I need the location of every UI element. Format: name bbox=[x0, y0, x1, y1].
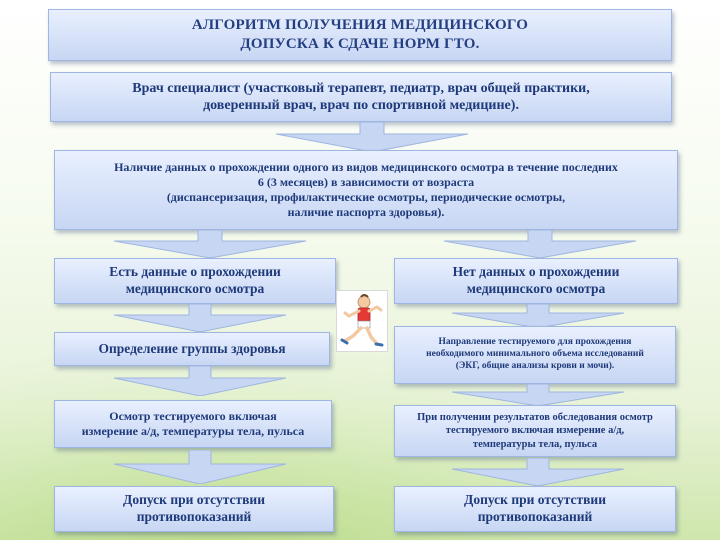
right-admission-line-1: Допуск при отсутствии bbox=[464, 492, 606, 508]
exam-data-line-4: наличие паспорта здоровья). bbox=[287, 205, 445, 219]
arrow-left-2 bbox=[113, 366, 287, 396]
arrow-exam-to-left bbox=[113, 230, 307, 258]
runner-icon bbox=[336, 290, 388, 352]
doctor-line-1: Врач специалист (участковый терапевт, пе… bbox=[132, 80, 590, 96]
exam-data-line-1: Наличие данных о прохождении одного из в… bbox=[114, 160, 618, 174]
doctor-box: Врач специалист (участковый терапевт, пе… bbox=[50, 72, 672, 122]
left-admission-line-2: противопоказаний bbox=[136, 509, 252, 524]
right-checkup-line-1: При получении результатов обследования о… bbox=[417, 412, 653, 424]
has-data-line-2: медицинского осмотра bbox=[125, 281, 265, 296]
right-checkup-box: При получении результатов обследования о… bbox=[394, 405, 676, 457]
arrow-left-1 bbox=[113, 304, 287, 332]
referral-line-2: необходимого минимального объема исследо… bbox=[426, 349, 644, 360]
left-admission-line-1: Допуск при отсутствии bbox=[123, 492, 265, 508]
arrow-doctor-to-exam bbox=[275, 122, 469, 152]
right-admission-box: Допуск при отсутствии противопоказаний bbox=[394, 486, 676, 532]
right-checkup-line-3: температуры тела, пульса bbox=[472, 438, 598, 450]
left-admission-box: Допуск при отсутствии противопоказаний bbox=[54, 486, 334, 532]
arrow-right-2 bbox=[451, 384, 625, 406]
page-title: АЛГОРИТМ ПОЛУЧЕНИЯ МЕДИЦИНСКОГО ДОПУСКА … bbox=[48, 9, 672, 61]
left-checkup-line-2: измерение а/д, температуры тела, пульса bbox=[81, 424, 305, 438]
exam-data-line-2: 6 (3 месяцев) в зависимости от возраста bbox=[257, 175, 475, 189]
arrow-left-3 bbox=[113, 450, 287, 484]
exam-data-box: Наличие данных о прохождении одного из в… bbox=[54, 150, 678, 230]
arrow-right-3 bbox=[451, 458, 625, 486]
title-line-1: АЛГОРИТМ ПОЛУЧЕНИЯ МЕДИЦИНСКОГО bbox=[191, 17, 529, 34]
no-data-line-1: Нет данных о прохождении bbox=[452, 264, 620, 280]
arrow-exam-to-right bbox=[443, 230, 637, 258]
arrow-right-1 bbox=[451, 304, 625, 328]
referral-line-1: Направление тестируемого для прохождения bbox=[438, 337, 632, 348]
has-data-line-1: Есть данные о прохождении bbox=[109, 264, 281, 280]
health-group-text: Определение группы здоровья bbox=[98, 340, 286, 356]
no-exam-data-box: Нет данных о прохождении медицинского ос… bbox=[394, 258, 678, 304]
has-exam-data-box: Есть данные о прохождении медицинского о… bbox=[54, 258, 336, 304]
left-checkup-box: Осмотр тестируемого включая измерение а/… bbox=[54, 400, 332, 448]
no-data-line-2: медицинского осмотра bbox=[466, 281, 606, 296]
right-admission-line-2: противопоказаний bbox=[477, 509, 593, 524]
left-checkup-line-1: Осмотр тестируемого включая bbox=[109, 409, 277, 423]
exam-data-line-3: (диспансеризация, профилактические осмот… bbox=[166, 190, 566, 204]
right-checkup-line-2: тестируемого включая измерение а/д, bbox=[445, 425, 625, 437]
title-line-2: ДОПУСКА К СДАЧЕ НОРМ ГТО. bbox=[240, 36, 480, 52]
referral-line-3: (ЭКГ, общие анализы крови и мочи). bbox=[455, 360, 615, 371]
referral-box: Направление тестируемого для прохождения… bbox=[394, 326, 676, 384]
health-group-box: Определение группы здоровья bbox=[54, 332, 330, 366]
doctor-line-2: доверенный врач, врач по спортивной меди… bbox=[203, 98, 519, 113]
